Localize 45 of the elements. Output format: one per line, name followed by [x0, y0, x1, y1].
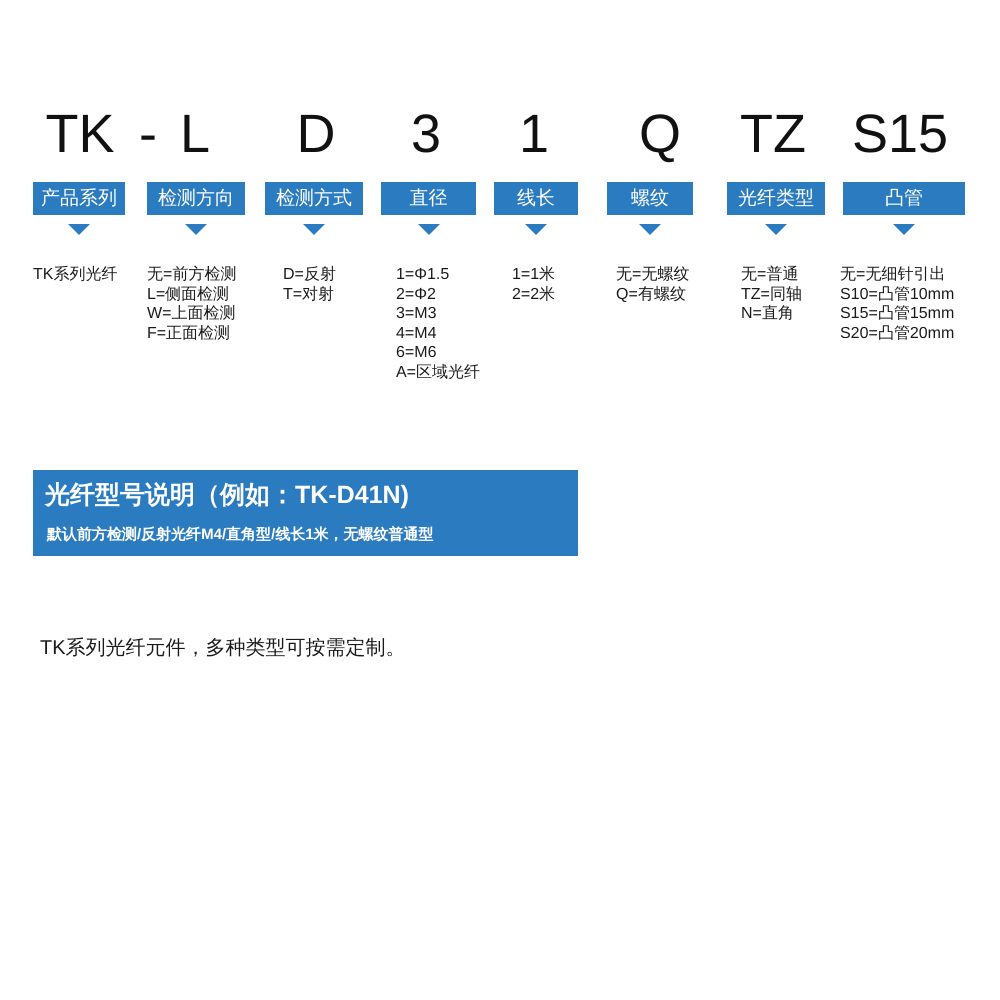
option-text: 1=1米	[512, 265, 556, 284]
option-text: S10=凸管10mm	[840, 284, 954, 304]
option-text: S20=凸管20mm	[840, 324, 954, 343]
model-code-label: TZ	[740, 104, 806, 164]
model-code-label: L	[180, 104, 210, 164]
category-header: 检测方向	[147, 182, 245, 215]
model-code-label: D	[296, 104, 336, 164]
option-text: 无=无螺纹	[616, 265, 690, 284]
option-text: S15=凸管15mm	[840, 304, 954, 324]
note-text: TK系列光纤元件，多种类型可按需定制。	[40, 636, 406, 661]
option-text: D=反射	[283, 265, 336, 284]
model-code-label: 3	[411, 104, 442, 164]
info-banner	[33, 470, 578, 556]
option-text: T=对射	[283, 284, 334, 304]
option-text: 6=M6	[396, 343, 436, 362]
option-text: N=直角	[741, 304, 794, 324]
banner-description: 默认前方检测/反射光纤M4/直角型/线长1米，无螺纹普通型	[47, 525, 434, 545]
option-text: A=区域光纤	[396, 362, 480, 382]
category-header: 光纤类型	[727, 182, 825, 215]
category-header: 产品系列	[33, 182, 125, 215]
category-header: 凸管	[843, 182, 965, 215]
option-text: TZ=同轴	[741, 284, 802, 304]
option-text: TK系列光纤	[33, 265, 118, 284]
option-text: 2=2米	[512, 284, 556, 304]
option-text: F=正面检测	[147, 324, 230, 343]
option-text: 无=前方检测	[147, 265, 236, 284]
category-header: 线长	[494, 182, 578, 215]
option-text: 2=Φ2	[396, 284, 436, 304]
category-header: 检测方式	[265, 182, 363, 215]
category-header: 直径	[381, 182, 476, 215]
option-text: 3=M3	[396, 304, 436, 324]
model-code-label: S15	[852, 104, 948, 164]
model-code-label: -	[139, 104, 157, 164]
option-text: 无=普通	[741, 265, 798, 284]
model-code-label: 1	[519, 104, 550, 164]
option-text: 无=无细针引出	[840, 265, 946, 284]
model-code-label: Q	[639, 104, 682, 164]
option-text: 4=M4	[396, 324, 436, 343]
option-text: W=上面检测	[147, 304, 236, 324]
banner-title: 光纤型号说明（例如：TK-D41N)	[45, 480, 409, 511]
model-code-label: TK	[46, 104, 115, 164]
category-header: 螺纹	[607, 182, 693, 215]
option-text: Q=有螺纹	[616, 284, 686, 304]
option-text: 1=Φ1.5	[396, 265, 450, 284]
option-text: L=侧面检测	[147, 284, 230, 304]
